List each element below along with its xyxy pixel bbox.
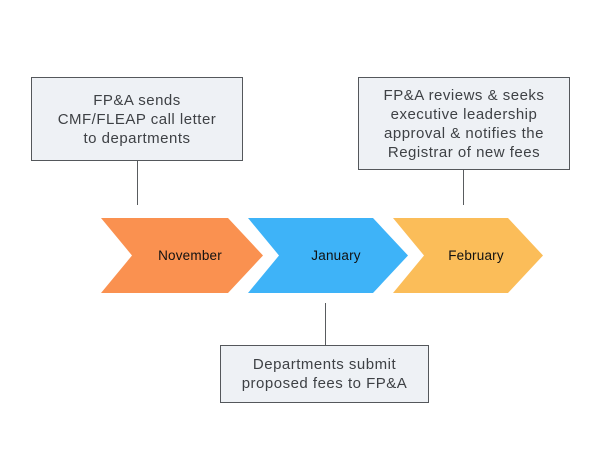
callout-box-departments-submit-fees: Departments submit proposed fees to FP&A [220, 345, 429, 403]
chevron-label: January [311, 248, 361, 263]
connector-line-november-callout [137, 161, 138, 205]
chevron-label: November [158, 248, 222, 263]
timeline-chevron-november: November [101, 218, 263, 293]
timeline-chevron-january: January [248, 218, 408, 293]
callout-text: FP&A reviews & seeks executive leadershi… [383, 86, 545, 161]
timeline-chevron-february: February [393, 218, 543, 293]
chevron-label: February [448, 248, 504, 263]
connector-line-january-callout [325, 303, 326, 345]
callout-text: Departments submit proposed fees to FP&A [241, 356, 408, 392]
callout-box-fpa-reviews-approval: FP&A reviews & seeks executive leadershi… [358, 77, 570, 170]
callout-text: FP&A sends CMF/FLEAP call letter to depa… [57, 91, 217, 147]
connector-line-february-callout [463, 170, 464, 205]
callout-box-fpa-sends-call-letter: FP&A sends CMF/FLEAP call letter to depa… [31, 77, 243, 161]
